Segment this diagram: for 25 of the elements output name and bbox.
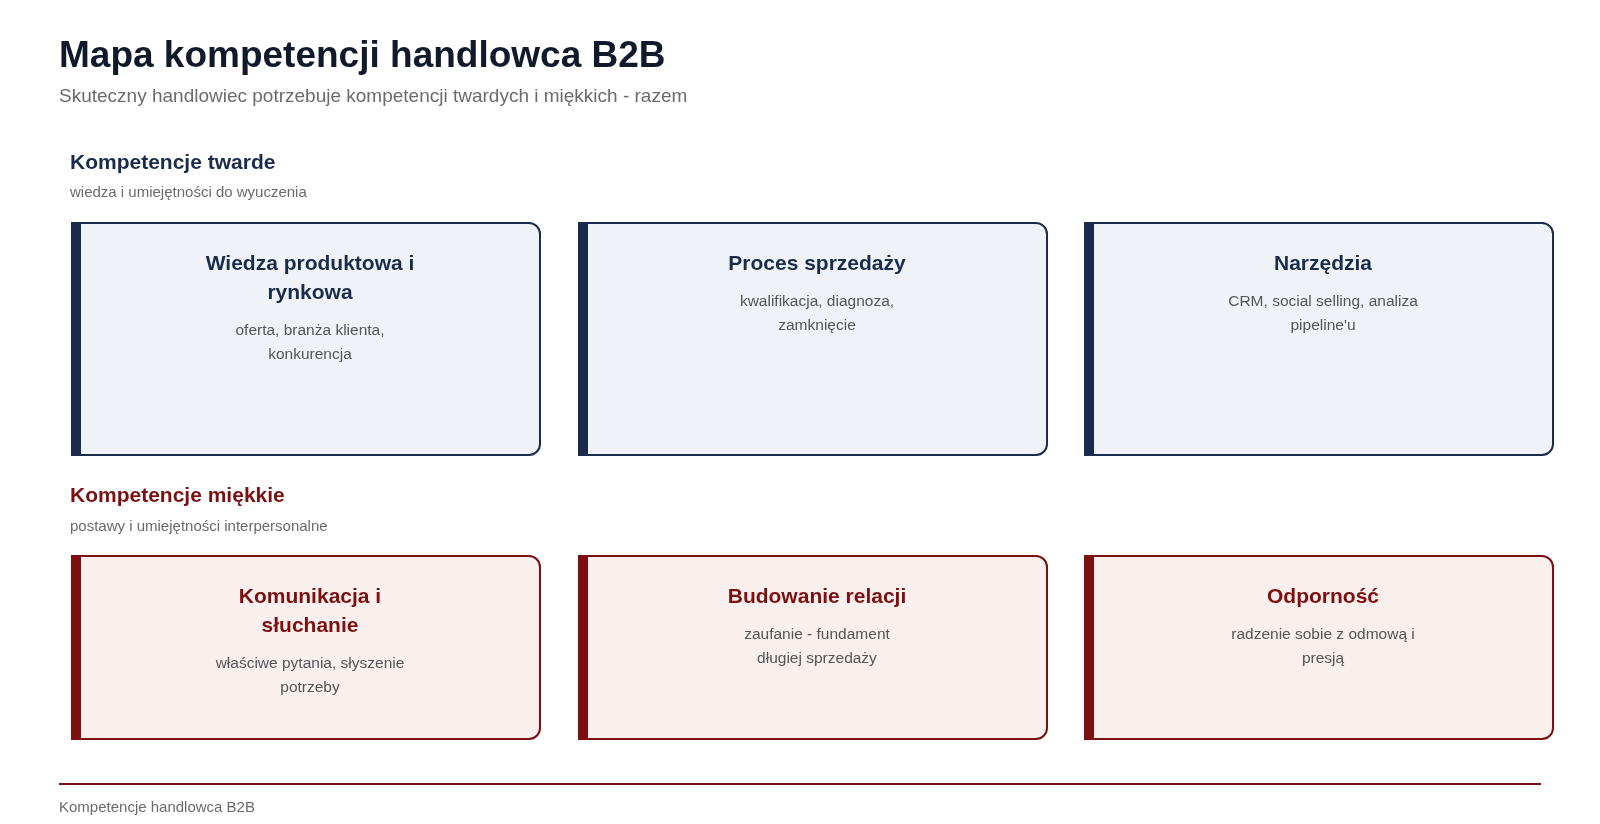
- card-description: oferta, branża klienta, konkurencja: [234, 320, 386, 364]
- card-title: Wiedza produktowa i rynkowa: [204, 250, 416, 305]
- competency-card: [578, 555, 1048, 740]
- competency-card: [71, 222, 541, 456]
- competency-card: [1084, 555, 1554, 740]
- subtitle: Skuteczny handlowiec potrzebuje kompetencji twardych i miękkich - razem: [59, 85, 688, 107]
- card-description: CRM, social selling, analiza pipeline'u: [1228, 291, 1418, 335]
- section-subtitle: postawy i umiejętności interpersonalne: [70, 517, 328, 534]
- section-heading: Kompetencje miękkie: [70, 483, 285, 507]
- card-title: Komunikacja i słuchanie: [237, 583, 383, 638]
- card-description: kwalifikacja, diagnoza, zamknięcie: [738, 291, 896, 335]
- card-title: Narzędzia: [1272, 250, 1373, 276]
- card-title: Odporność: [1266, 583, 1380, 609]
- competency-card: [578, 222, 1048, 456]
- card-description: właściwe pytania, słyszenie potrzeby: [215, 653, 405, 697]
- card-description: radzenie sobie z odmową i presją: [1230, 624, 1416, 668]
- card-title: Proces sprzedaży: [727, 250, 907, 276]
- competency-card: [1084, 222, 1554, 456]
- card-title: Budowanie relacji: [726, 583, 908, 609]
- section-heading: Kompetencje twarde: [70, 150, 276, 174]
- page-title: Mapa kompetencji handlowca B2B: [59, 34, 666, 76]
- card-description: zaufanie - fundament długiej sprzedaży: [743, 624, 891, 668]
- competency-card: [71, 555, 541, 740]
- footer-text: Kompetencje handlowca B2B: [59, 798, 255, 815]
- section-subtitle: wiedza i umiejętności do wyuczenia: [70, 183, 307, 200]
